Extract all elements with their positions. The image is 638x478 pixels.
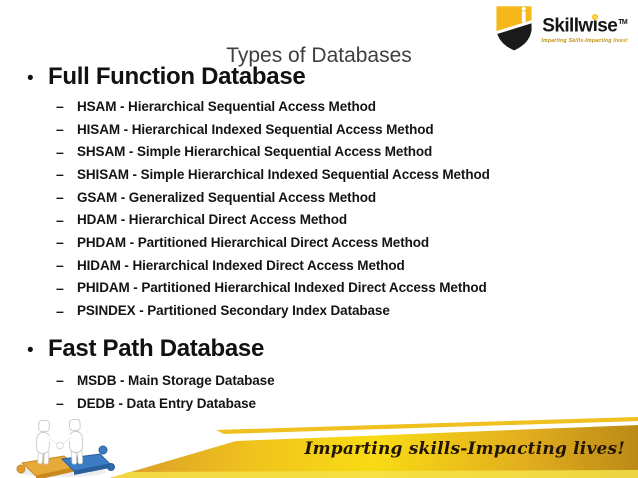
list-item-label: PHIDAM - Partitioned Hierarchical Indexe… (77, 280, 487, 296)
list-item-label: HDAM - Hierarchical Direct Access Method (77, 212, 348, 228)
brand-part1: Skillw (542, 15, 593, 37)
dash-marker: – (56, 372, 64, 389)
footer-swoosh (110, 425, 638, 478)
dash-marker: – (56, 257, 64, 274)
list-item-label: PSINDEX - Partitioned Secondary Index Da… (77, 303, 390, 319)
footer-stripe (216, 417, 638, 434)
list-item: –DEDB - Data Entry Database (56, 392, 275, 415)
list-item-label: HSAM - Hierarchical Sequential Access Me… (77, 98, 376, 114)
bullet-marker: • (27, 68, 34, 89)
brand-dotless-i: ı (592, 15, 598, 37)
section-heading-full-function: • Full Function Database (27, 63, 306, 90)
dash-marker: – (56, 143, 64, 160)
list-item-label: GSAM - Generalized Sequential Access Met… (77, 189, 377, 205)
dash-marker: – (56, 166, 64, 183)
list-item: –HIDAM - Hierarchical Indexed Direct Acc… (56, 254, 490, 277)
list-item: –PHIDAM - Partitioned Hierarchical Index… (56, 277, 490, 300)
list-item-label: PHDAM - Partitioned Hierarchical Direct … (77, 234, 430, 250)
dash-marker: – (56, 395, 64, 412)
list-item-label: SHISAM - Simple Hierarchical Indexed Seq… (77, 166, 490, 182)
handshake-hands-icon (56, 441, 64, 450)
shield-icon (496, 6, 533, 51)
list-item-label: HIDAM - Hierarchical Indexed Direct Acce… (77, 257, 405, 273)
dash-marker: – (56, 279, 64, 296)
slide-title: Types of Databases (226, 44, 412, 67)
dash-marker: – (56, 189, 64, 206)
list-item-label: DEDB - Data Entry Database (77, 395, 256, 411)
puzzle-piece-blue-icon (60, 445, 115, 475)
list-item-label: HISAM - Hierarchical Indexed Sequential … (77, 121, 434, 137)
footer-bottom-strip (112, 470, 638, 478)
section-heading-label: Fast Path Database (48, 335, 265, 362)
dash-marker: – (56, 234, 64, 251)
list-item: –HDAM - Hierarchical Direct Access Metho… (56, 208, 490, 231)
bullet-marker: • (27, 340, 34, 361)
dash-marker: – (56, 211, 64, 228)
full-function-list: –HSAM - Hierarchical Sequential Access M… (56, 95, 490, 322)
list-item: –PSINDEX - Partitioned Secondary Index D… (56, 299, 490, 322)
list-item: –MSDB - Main Storage Database (56, 369, 275, 392)
list-item: –SHISAM - Simple Hierarchical Indexed Se… (56, 163, 490, 186)
list-item: –PHDAM - Partitioned Hierarchical Direct… (56, 231, 490, 254)
list-item: –HISAM - Hierarchical Indexed Sequential… (56, 118, 490, 141)
list-item: –GSAM - Generalized Sequential Access Me… (56, 186, 490, 209)
logo-tagline: Imparting Skills-Impacting lives! (541, 38, 628, 45)
dash-marker: – (56, 98, 64, 115)
person-left-icon (35, 419, 63, 465)
footer-tagline: Imparting skills-Impacting lives! (304, 439, 625, 459)
dash-marker: – (56, 302, 64, 319)
sun-icon (592, 14, 599, 21)
list-item: –SHSAM - Simple Hierarchical Sequential … (56, 140, 490, 163)
handshake-figures-icon (16, 418, 115, 478)
section-heading-label: Full Function Database (48, 63, 306, 90)
brand-part2: se (597, 15, 618, 37)
list-item-label: SHSAM - Simple Hierarchical Sequential A… (77, 144, 433, 160)
dash-marker: – (56, 121, 64, 138)
fast-path-list: –MSDB - Main Storage Database –DEDB - Da… (56, 369, 275, 414)
section-heading-fast-path: • Fast Path Database (27, 335, 264, 362)
list-item-label: MSDB - Main Storage Database (77, 372, 275, 388)
trademark-label: TM (618, 18, 628, 26)
list-item: –HSAM - Hierarchical Sequential Access M… (56, 95, 490, 118)
